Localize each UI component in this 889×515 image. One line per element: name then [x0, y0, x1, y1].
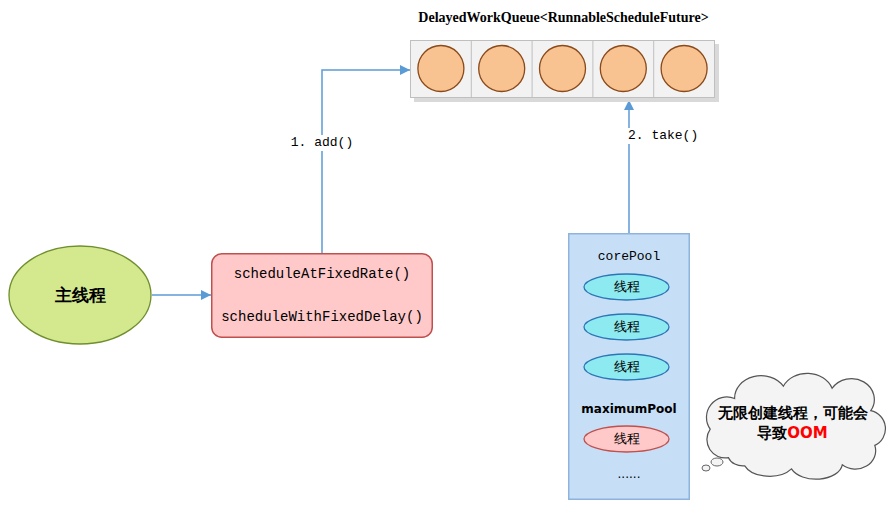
queued-task	[418, 46, 464, 92]
queue-box: DelayedWorkQueue<RunnableScheduleFuture>	[410, 40, 717, 100]
extra-thread: 线程	[583, 425, 670, 453]
pool-heading: corePool	[598, 249, 660, 264]
centered-text-block: 线程	[583, 425, 670, 453]
core-thread: 线程	[583, 273, 670, 301]
flow-arrow	[322, 70, 410, 253]
cloud-outline	[706, 373, 885, 479]
queued-task	[600, 46, 646, 92]
thread-pool-box: corePoolmaximumPool......线程线程线程线程	[568, 233, 690, 500]
queued-task	[479, 46, 525, 92]
centered-text-block: 线程	[583, 273, 670, 301]
queue-slot-divider	[532, 41, 533, 98]
core-thread: 线程	[583, 313, 670, 341]
step-label: 1. add()	[288, 135, 356, 151]
thread-name: 线程	[614, 430, 640, 448]
core-thread: 线程	[583, 353, 670, 381]
queued-task	[661, 46, 707, 92]
ellipse-outline	[584, 426, 669, 452]
centered-text-block: 线程	[583, 353, 670, 381]
ellipse-outline	[584, 274, 669, 300]
centered-text-block: 线程	[583, 313, 670, 341]
warning-highlight: OOM	[787, 424, 827, 442]
ellipse-outline	[584, 354, 669, 380]
queue-box-outline	[410, 40, 717, 100]
queue-slot-divider	[592, 41, 593, 98]
box-outline	[212, 254, 433, 338]
ellipse-outline	[584, 314, 669, 340]
warning-cloud: 无限创建线程，可能会导致OOM	[698, 376, 887, 474]
queue-outline	[411, 41, 715, 98]
method-name: scheduleAtFixedRate()	[234, 266, 410, 282]
pool-heading: maximumPool	[581, 402, 676, 416]
queued-task	[540, 46, 586, 92]
queue-title: DelayedWorkQueue<RunnableScheduleFuture>	[418, 10, 708, 26]
box-outline	[569, 234, 690, 500]
step-label: 2. take()	[625, 128, 701, 144]
thought-bubble	[702, 465, 710, 471]
queue-slot-divider	[653, 41, 654, 98]
method-box-outline	[211, 253, 433, 338]
thought-bubble	[711, 458, 723, 466]
method-name: scheduleWithFixedDelay()	[221, 309, 423, 325]
centered-text-block: 主线程	[8, 245, 152, 345]
thread-name: 主线程	[55, 284, 106, 307]
method-box: scheduleAtFixedRate() scheduleWithFixedDe…	[211, 253, 433, 338]
cloud-text-block: 无限创建线程，可能会导致OOM	[715, 403, 871, 443]
ellipsis-note: ......	[618, 467, 641, 481]
flow-arrow	[152, 294, 211, 296]
thread-name: 线程	[614, 318, 640, 336]
thread-name: 线程	[614, 358, 640, 376]
thread-ellipse: 主线程	[8, 245, 152, 345]
ellipse-outline	[9, 246, 151, 344]
thread-name: 线程	[614, 278, 640, 296]
queue-slot-divider	[471, 41, 472, 98]
flow-arrow	[628, 100, 630, 233]
